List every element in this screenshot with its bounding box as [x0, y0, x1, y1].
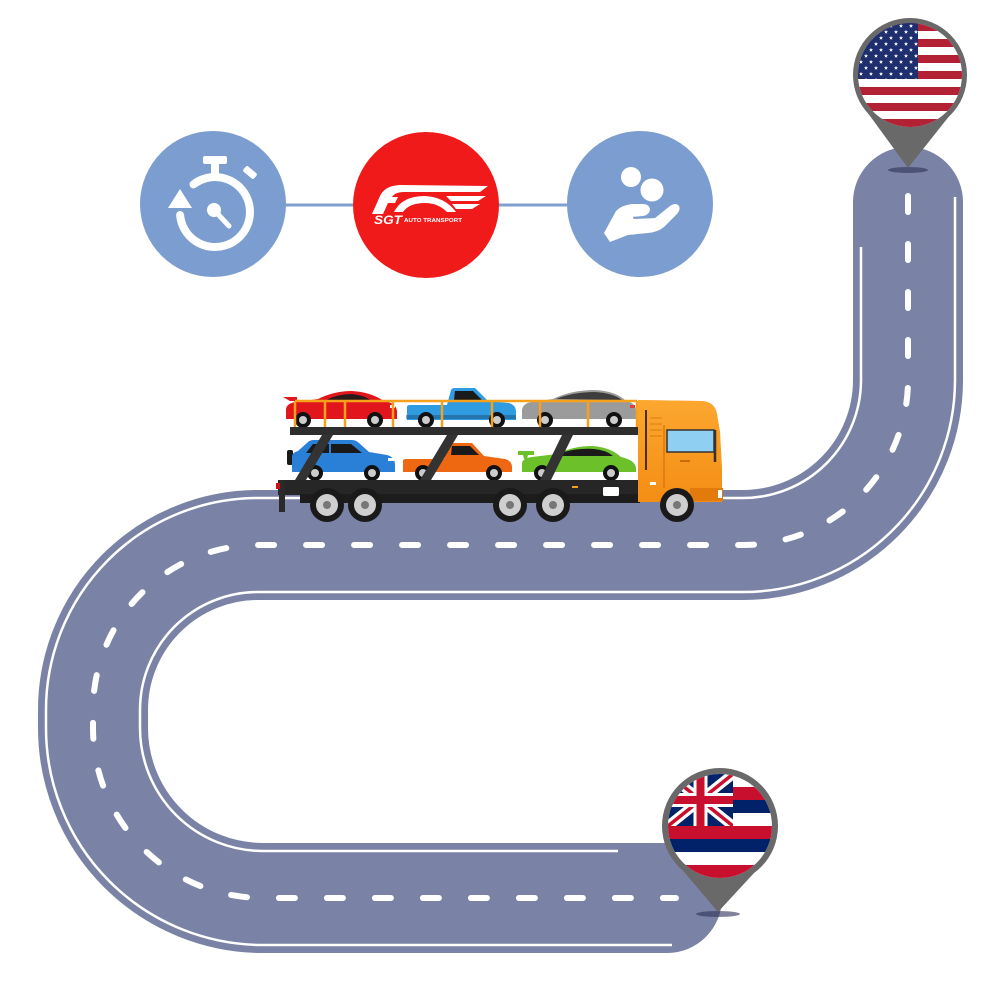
stopwatch-badge	[140, 131, 286, 277]
truck-wheels	[310, 488, 694, 522]
chassis-label	[603, 487, 619, 496]
wheel	[493, 488, 527, 522]
wheel	[348, 488, 382, 522]
deck-struts	[295, 435, 573, 480]
road-center-dashes	[90, 193, 911, 901]
wheel	[536, 488, 570, 522]
sgt-logo-badge: SGT AUTO TRANSPORT	[353, 132, 499, 278]
usa-flag-icon	[858, 23, 962, 127]
hawaii-flag-pin	[662, 768, 778, 917]
car-carrier-truck	[276, 388, 723, 522]
wing-logo-icon	[372, 185, 488, 214]
winding-road	[38, 147, 963, 953]
feature-icons-row: SGT AUTO TRANSPORT	[140, 131, 713, 278]
upper-car-coupe	[283, 391, 397, 428]
lower-car-pickup	[403, 443, 512, 481]
union-jack-canton	[668, 774, 733, 826]
hand-coins-badge	[567, 131, 713, 277]
logo-brand-text: SGT	[374, 213, 404, 227]
road-edge-line-b	[44, 247, 863, 947]
logo-tagline-text: AUTO TRANSPORT	[404, 218, 463, 224]
wheel	[310, 488, 344, 522]
logo-badge-bg	[353, 132, 499, 278]
usa-flag-pin	[853, 18, 967, 173]
road-edge-line-a	[138, 197, 957, 853]
hawaii-flag-icon	[668, 774, 772, 878]
hand-coins-icon	[604, 167, 680, 242]
cab-window	[666, 429, 715, 453]
lower-car-sports	[518, 446, 636, 481]
deck-railing	[293, 399, 639, 427]
wheel	[660, 488, 694, 522]
upper-car-pickup	[406, 388, 516, 428]
stopwatch-icon	[168, 156, 257, 252]
upper-deck	[290, 427, 638, 435]
truck-cab	[638, 400, 723, 502]
